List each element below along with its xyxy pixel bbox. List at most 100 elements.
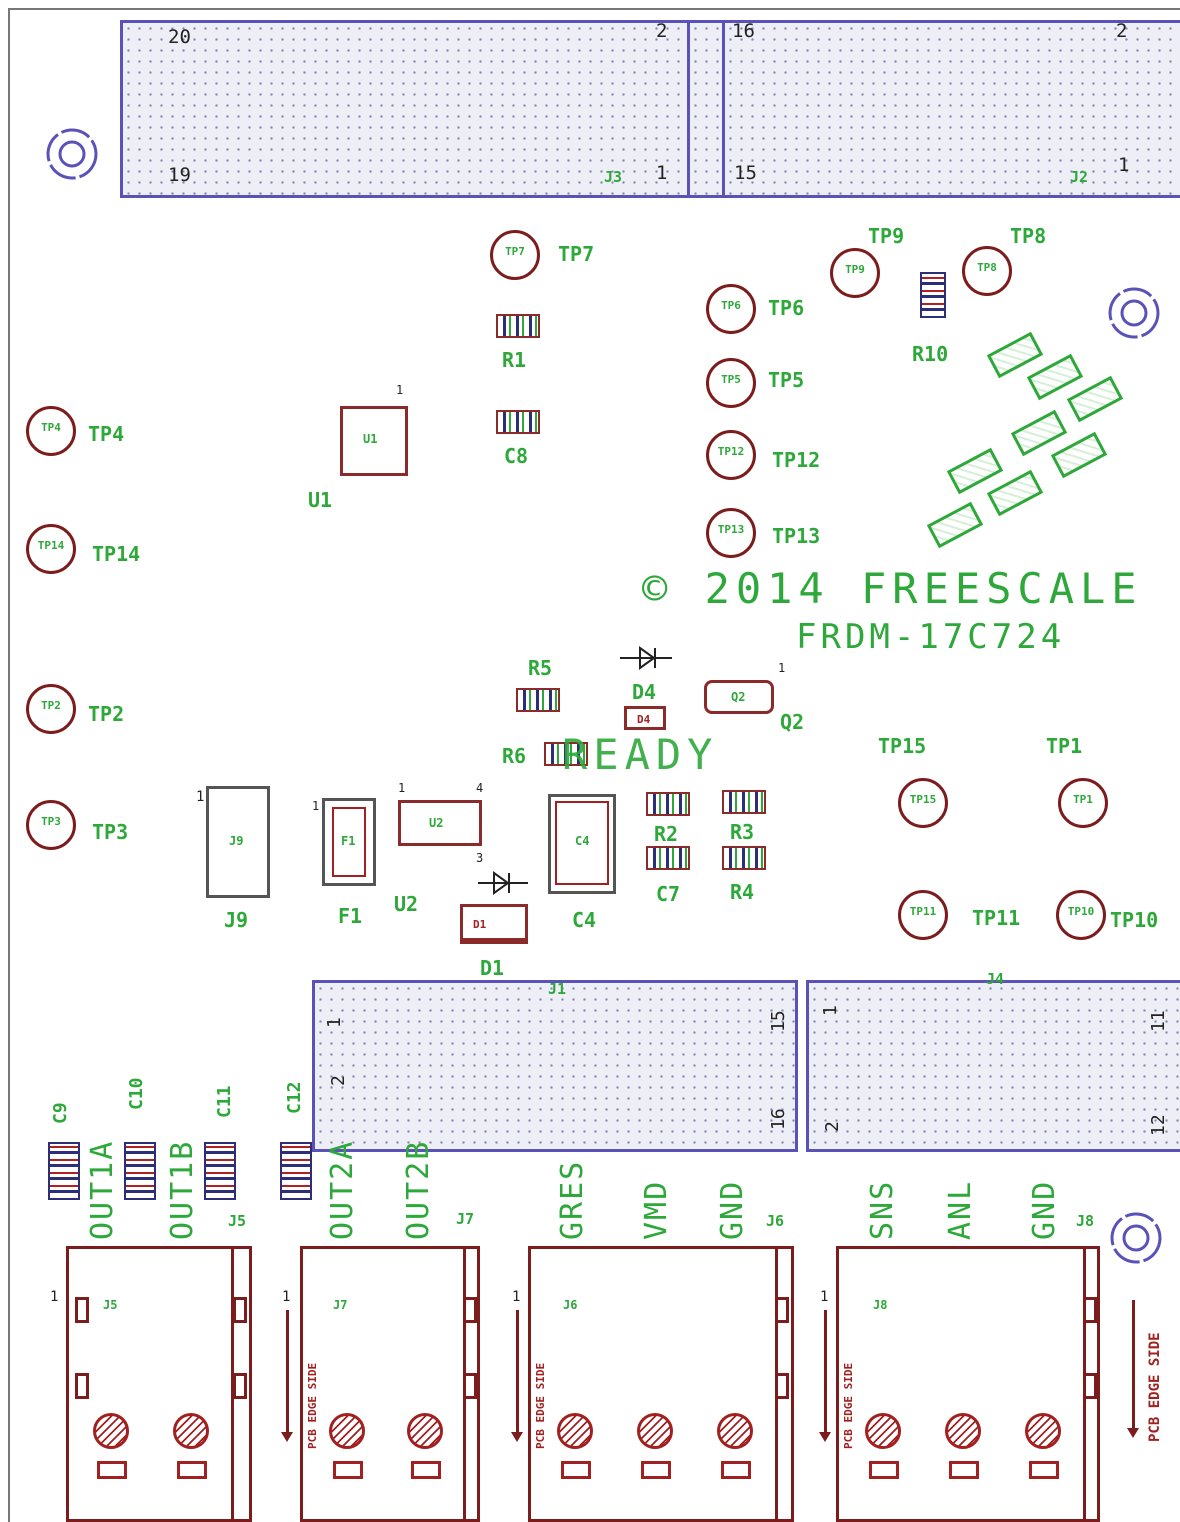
q2-pin1-marker: 1	[778, 661, 786, 675]
j6-pin1-marker: 1	[512, 1289, 521, 1305]
test-point-tp8[interactable]: TP8	[962, 246, 1012, 296]
u1-label: U1	[308, 488, 333, 512]
test-point-tp13[interactable]: TP13	[706, 508, 756, 558]
j8-screw-1[interactable]	[865, 1413, 901, 1449]
j7-pin1-marker: 1	[282, 1289, 291, 1305]
test-point-tp10[interactable]: TP10	[1056, 890, 1106, 940]
d1-body-label: D1	[473, 918, 487, 931]
f1-body-label: F1	[341, 834, 356, 848]
test-point-tp7[interactable]: TP7	[490, 230, 540, 280]
led-pad-3	[1066, 375, 1124, 423]
header-j3	[120, 20, 690, 198]
tp11-pad-label: TP11	[909, 905, 937, 918]
resistor-r3[interactable]	[722, 790, 766, 814]
tp7-label: TP7	[558, 242, 595, 266]
tp9-label: TP9	[868, 224, 905, 248]
capacitor-c9[interactable]	[48, 1142, 80, 1200]
test-point-tp15[interactable]: TP15	[898, 778, 948, 828]
j2-pin-1: 1	[1118, 154, 1130, 176]
j5-inner-wall	[69, 1249, 234, 1519]
j5-pad-2	[177, 1461, 207, 1479]
tp14-pad-label: TP14	[37, 539, 65, 552]
j7-side-tab-2	[463, 1373, 477, 1399]
capacitor-c10[interactable]	[124, 1142, 156, 1200]
tp4-pad-label: TP4	[41, 421, 61, 434]
j2-ref-label: J2	[1070, 168, 1089, 186]
resistor-r1[interactable]	[496, 314, 540, 338]
board-name-text: FRDM-17C724	[796, 617, 1066, 657]
resistor-r10[interactable]	[920, 272, 946, 318]
j6-screw-3[interactable]	[717, 1413, 753, 1449]
j8-screw-3[interactable]	[1025, 1413, 1061, 1449]
j6-screw-2[interactable]	[637, 1413, 673, 1449]
c4-body-label: C4	[575, 834, 590, 848]
tp8-label: TP8	[1010, 224, 1047, 248]
terminal-block-j7[interactable]: J7 PCB EDGE SIDE	[300, 1246, 480, 1522]
capacitor-c11[interactable]	[204, 1142, 236, 1200]
connector-j9[interactable]: J9	[206, 786, 270, 898]
diode-d1[interactable]: D1	[460, 904, 528, 944]
u1-body-label: U1	[363, 432, 378, 446]
j4-pin-11: 11	[1148, 1010, 1169, 1032]
j5-pin1-marker: 1	[50, 1289, 59, 1305]
capacitor-c4[interactable]: C4	[548, 794, 616, 894]
test-point-tp4[interactable]: TP4	[26, 406, 76, 456]
resistor-r6[interactable]	[544, 742, 588, 766]
j5-screw-2[interactable]	[173, 1413, 209, 1449]
diode-d4[interactable]: D4	[624, 706, 666, 730]
header-j1	[312, 980, 798, 1152]
test-point-tp1[interactable]: TP1	[1058, 778, 1108, 828]
terminal-block-j8[interactable]: J8 PCB EDGE SIDE	[836, 1246, 1100, 1522]
transistor-q2[interactable]: Q2	[704, 680, 774, 714]
resistor-r5[interactable]	[516, 688, 560, 712]
resistor-r2[interactable]	[646, 792, 690, 816]
j8-edge-note: PCB EDGE SIDE	[842, 1362, 855, 1449]
test-point-tp12[interactable]: TP12	[706, 430, 756, 480]
resistor-r4[interactable]	[722, 846, 766, 870]
j5-side-tab-3	[75, 1297, 89, 1323]
capacitor-c7[interactable]	[646, 846, 690, 870]
j2-pin-16: 16	[732, 20, 755, 42]
j6-pad-2	[641, 1461, 671, 1479]
j1-pin-2: 2	[328, 1075, 349, 1086]
tp3-pad-label: TP3	[41, 815, 61, 828]
j5-signal-out1a: OUT1A	[85, 1139, 120, 1240]
j6-screw-1[interactable]	[557, 1413, 593, 1449]
j5-screw-1[interactable]	[93, 1413, 129, 1449]
test-point-tp11[interactable]: TP11	[898, 890, 948, 940]
j7-screw-1[interactable]	[329, 1413, 365, 1449]
board-edge-note: PCB EDGE SIDE	[1147, 1332, 1163, 1442]
r4-label: R4	[730, 880, 755, 904]
tp3-label: TP3	[92, 820, 129, 844]
test-point-tp5[interactable]: TP5	[706, 358, 756, 408]
test-point-tp2[interactable]: TP2	[26, 684, 76, 734]
j8-side-tab-2	[1083, 1373, 1097, 1399]
fuse-f1[interactable]: F1	[322, 798, 376, 886]
test-point-tp14[interactable]: TP14	[26, 524, 76, 574]
test-point-tp6[interactable]: TP6	[706, 284, 756, 334]
j8-screw-2[interactable]	[945, 1413, 981, 1449]
ic-u2[interactable]: U2	[398, 800, 482, 846]
terminal-block-j6[interactable]: J6 PCB EDGE SIDE	[528, 1246, 794, 1522]
r2-label: R2	[654, 822, 679, 846]
diode-symbol-d1	[478, 871, 528, 895]
ic-u1[interactable]: U1	[340, 406, 408, 476]
capacitor-c8[interactable]	[496, 410, 540, 434]
test-point-tp3[interactable]: TP3	[26, 800, 76, 850]
j7-screw-2[interactable]	[407, 1413, 443, 1449]
r3-label: R3	[730, 820, 755, 844]
capacitor-c12[interactable]	[280, 1142, 312, 1200]
j3-pin-2: 2	[656, 20, 668, 42]
j7-pad-1	[333, 1461, 363, 1479]
terminal-block-j5[interactable]: J5	[66, 1246, 252, 1522]
tp15-pad-label: TP15	[909, 793, 937, 806]
r6-label: R6	[502, 744, 527, 768]
u2-pin3-marker: 3	[476, 851, 484, 865]
j8-pad-1	[869, 1461, 899, 1479]
j7-inner-wall	[303, 1249, 466, 1519]
tp11-label: TP11	[972, 906, 1021, 930]
j8-pin1-marker: 1	[820, 1289, 829, 1305]
j6-pad-3	[721, 1461, 751, 1479]
tp8-pad-label: TP8	[977, 261, 997, 274]
test-point-tp9[interactable]: TP9	[830, 248, 880, 298]
